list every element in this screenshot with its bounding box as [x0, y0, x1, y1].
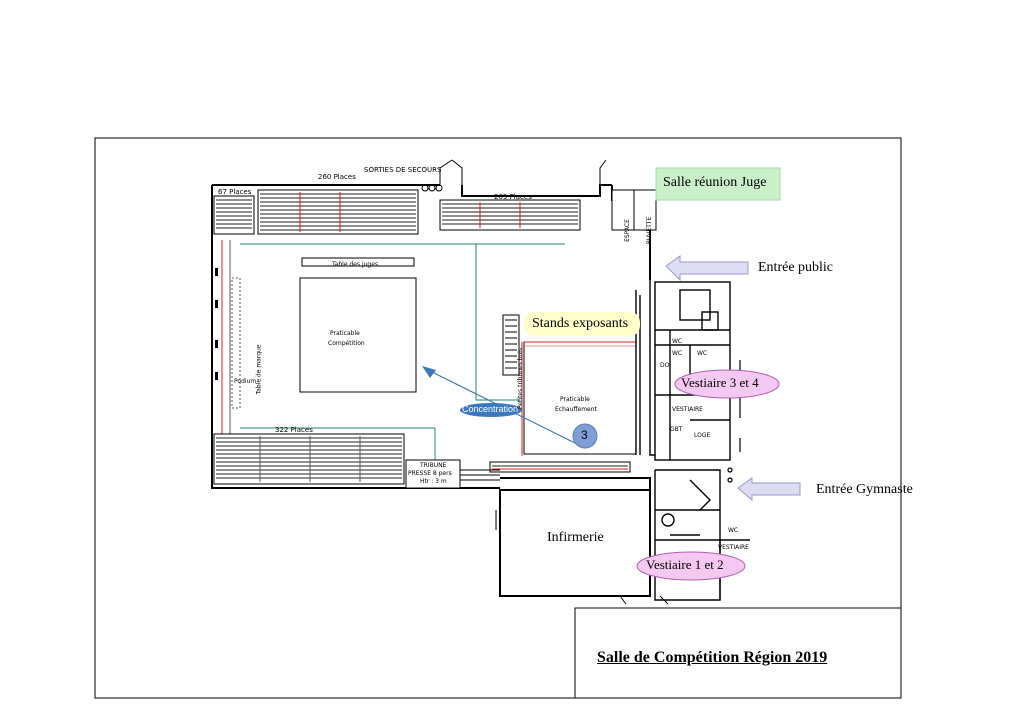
- table-juges: [301, 257, 415, 267]
- stands-label: Stands exposants: [532, 316, 629, 331]
- places-322-label: 322 Places: [275, 426, 313, 434]
- seating-top-right: [439, 199, 581, 231]
- wc-label-1: WC: [672, 338, 683, 345]
- wc-label-3: WC: [697, 350, 708, 357]
- tribune-presse-line2: PRESSE 8 pers: [408, 470, 452, 477]
- podium-label: Podium: [234, 378, 257, 385]
- entree-public-arrow: [665, 255, 749, 282]
- green-lines: [240, 243, 565, 460]
- marker-3-label: 3: [581, 428, 588, 442]
- praticable-comp-line2: Compétition: [328, 340, 365, 347]
- places-260-label: 260 Places: [318, 173, 356, 181]
- places-67-label: 67 Places: [218, 188, 252, 196]
- tribune-presse-line1: TRIBUNE: [420, 462, 447, 469]
- petites-tribunes-label: Petites tribunes bois: [517, 347, 525, 410]
- petites-tribunes: [502, 314, 520, 376]
- espace-label: ESPACE: [623, 219, 631, 242]
- infirmerie-label: Infirmerie: [547, 530, 604, 545]
- page-frame: [94, 137, 902, 699]
- table-marque-label: Table de marque: [255, 344, 263, 395]
- vestiaire-12-bubble: [636, 551, 746, 581]
- do-label: DO: [660, 362, 670, 369]
- right-rooms: [635, 280, 750, 601]
- door-marks: [421, 159, 607, 192]
- salle-reunion-box: [655, 167, 781, 201]
- concentration-label: Concentration: [462, 404, 519, 414]
- seating-bottom: [213, 433, 405, 485]
- praticable-competition: [299, 277, 417, 393]
- infirmerie-room: [499, 489, 651, 597]
- entree-public-label: Entrée public: [758, 260, 834, 275]
- vestiaire-12-label: Vestiaire 1 et 2: [646, 557, 724, 572]
- page-title: Salle de Compétition Région 2019: [597, 649, 828, 666]
- marker-3-circle: [572, 423, 598, 449]
- concentration-bubble: [460, 403, 522, 417]
- small-stand-bottom: [489, 461, 631, 473]
- wc-label-2: WC: [672, 350, 683, 357]
- vestiaire-b-label: VESTIAIRE: [718, 544, 749, 551]
- gbt-label: GBT: [670, 426, 683, 433]
- title-box: [574, 607, 901, 698]
- wc-label-4: WC: [728, 527, 739, 534]
- seating-top-left: [213, 189, 419, 235]
- vestiaire-34-label: Vestiaire 3 et 4: [681, 375, 759, 390]
- tribune-presse-line3: Htr : 3 m: [420, 478, 447, 485]
- vestiaire-34-bubble: [674, 369, 780, 399]
- stands-box: [524, 312, 640, 336]
- table-marque: [231, 277, 241, 409]
- sorties-label: SORTIES DE SECOURS: [364, 166, 442, 174]
- places-209-label: 209 Places: [494, 193, 532, 201]
- salle-reunion-label: Salle réunion Juge: [663, 175, 767, 190]
- buvette-label: BUVETTE: [646, 216, 654, 245]
- entree-gymnaste-label: Entrée Gymnaste: [816, 482, 913, 497]
- table-juges-label: Table des juges: [332, 261, 379, 268]
- vestiaire-a-label: VESTIAIRE: [672, 406, 703, 413]
- tribune-presse: [405, 459, 461, 489]
- praticable-comp-line1: Praticable: [330, 330, 360, 337]
- praticable-ech-line2: Echauffement: [555, 406, 597, 413]
- loge-label: LOGE: [694, 432, 711, 439]
- praticable-ech-line1: Praticable: [560, 396, 590, 403]
- entree-gymnaste-arrow: [737, 477, 801, 502]
